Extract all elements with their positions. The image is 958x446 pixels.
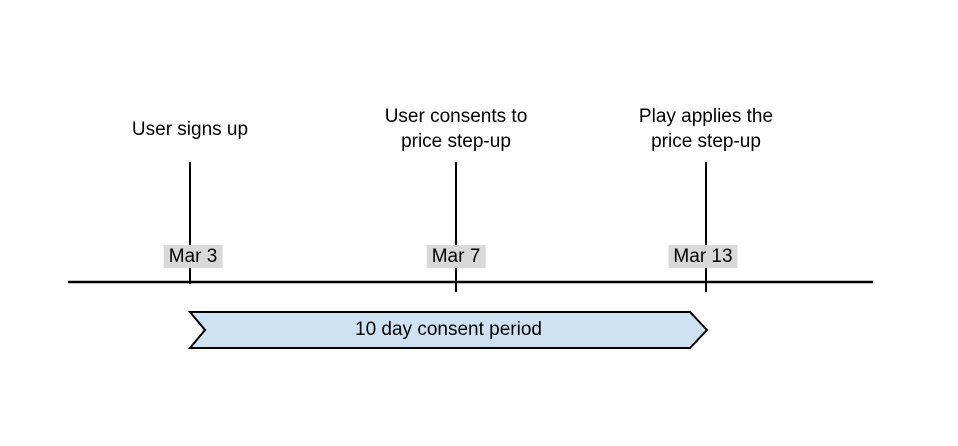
event-date-mar13: Mar 13 [668,245,738,268]
consent-period-label: 10 day consent period [355,319,542,340]
event-title-user-consents: User consents to price step-up [384,106,528,152]
consent-period-banner [187,311,709,349]
event-date-mar7: Mar 7 [426,245,486,268]
event-date-mar3: Mar 3 [163,245,223,268]
event-title-play-applies: Play applies the price step-up [638,106,774,152]
event-title-user-signs-up: User signs up [131,118,249,140]
